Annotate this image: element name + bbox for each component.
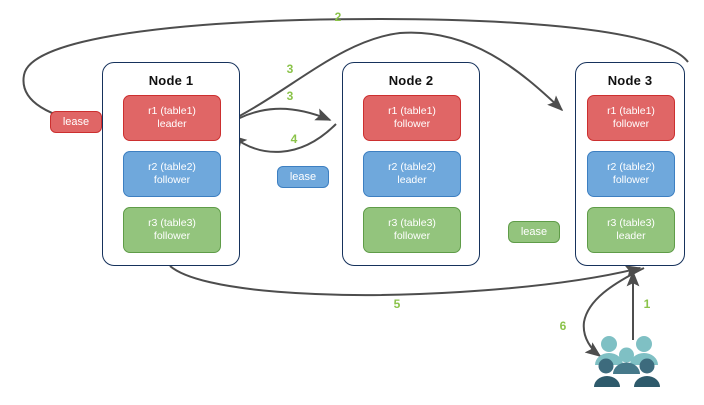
replica-node3-r2[interactable]: r2 (table2) follower bbox=[587, 151, 675, 197]
replica-role: follower bbox=[393, 118, 431, 130]
arrow-step-4 bbox=[230, 123, 337, 153]
replica-range: r2 (table2) bbox=[388, 161, 436, 173]
replica-range: r3 (table3) bbox=[148, 217, 196, 229]
replica-node1-r3[interactable]: r3 (table3) follower bbox=[123, 207, 221, 253]
replica-role: follower bbox=[153, 230, 191, 242]
replica-range: r3 (table3) bbox=[607, 217, 655, 229]
replica-node2-r2[interactable]: r2 (table2) leader bbox=[363, 151, 461, 197]
step-label-6: 6 bbox=[559, 319, 567, 333]
step-label-3-short: 3 bbox=[286, 89, 294, 103]
replica-range: r2 (table2) bbox=[607, 161, 655, 173]
node-container-3[interactable]: Node 3 r1 (table1) follower r2 (table2) … bbox=[575, 62, 685, 266]
replica-role: follower bbox=[612, 118, 650, 130]
node-title-2: Node 2 bbox=[388, 73, 434, 88]
replica-node2-r3[interactable]: r3 (table3) follower bbox=[363, 207, 461, 253]
replica-node1-r2[interactable]: r2 (table2) follower bbox=[123, 151, 221, 197]
node-title-3: Node 3 bbox=[607, 73, 653, 88]
replica-node3-r1[interactable]: r1 (table1) follower bbox=[587, 95, 675, 141]
node-container-2[interactable]: Node 2 r1 (table1) follower r2 (table2) … bbox=[342, 62, 480, 266]
replica-role: follower bbox=[612, 174, 650, 186]
replica-role: leader bbox=[616, 230, 646, 242]
replica-role: leader bbox=[397, 174, 427, 186]
node-title-1: Node 1 bbox=[148, 73, 194, 88]
arrow-step-5 bbox=[169, 265, 642, 296]
step-label-3-long: 3 bbox=[286, 62, 294, 76]
replica-node3-r3[interactable]: r3 (table3) leader bbox=[587, 207, 675, 253]
replica-role: follower bbox=[393, 230, 431, 242]
lease-chip-r2[interactable]: lease bbox=[277, 166, 329, 188]
replica-node1-r1[interactable]: r1 (table1) leader bbox=[123, 95, 221, 141]
replica-role: follower bbox=[153, 174, 191, 186]
lease-chip-r3[interactable]: lease bbox=[508, 221, 560, 243]
step-label-5: 5 bbox=[393, 297, 401, 311]
replica-role: leader bbox=[157, 118, 187, 130]
step-label-2: 2 bbox=[334, 10, 342, 24]
step-label-4: 4 bbox=[290, 132, 298, 146]
people-group-icon bbox=[594, 336, 660, 387]
replica-range: r2 (table2) bbox=[148, 161, 196, 173]
replica-range: r1 (table1) bbox=[388, 105, 436, 117]
replica-range: r1 (table1) bbox=[607, 105, 655, 117]
replica-range: r3 (table3) bbox=[388, 217, 436, 229]
replica-node2-r1[interactable]: r1 (table1) follower bbox=[363, 95, 461, 141]
replica-range: r1 (table1) bbox=[148, 105, 196, 117]
step-label-1: 1 bbox=[643, 297, 651, 311]
lease-chip-r1[interactable]: lease bbox=[50, 111, 102, 133]
node-container-1[interactable]: Node 1 r1 (table1) leader r2 (table2) fo… bbox=[102, 62, 240, 266]
